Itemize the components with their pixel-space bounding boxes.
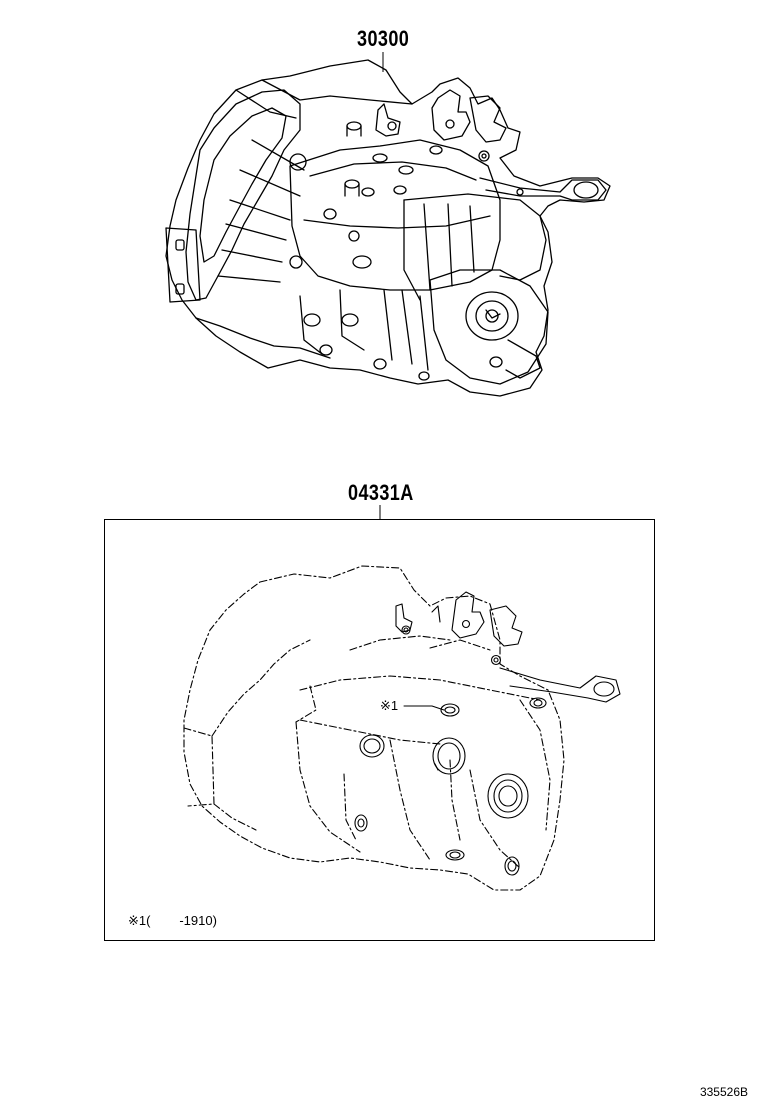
footnote-mark: ※1 (128, 913, 147, 928)
transaxle-assembly-drawing (165, 59, 611, 397)
part-number-gasket-kit: 04331A (348, 480, 414, 505)
part-number-transaxle: 30300 (357, 26, 410, 51)
footnote: ※1( -1910) (128, 914, 217, 927)
gasket-kit-frame (104, 519, 655, 941)
gasket-kit-drawing (183, 565, 621, 891)
diagram-id: 335526B (699, 1085, 748, 1099)
gasket-seal-group (354, 697, 547, 876)
callout-label-1: ※1 (380, 698, 399, 713)
footnote-text: ( -1910) (146, 913, 217, 928)
